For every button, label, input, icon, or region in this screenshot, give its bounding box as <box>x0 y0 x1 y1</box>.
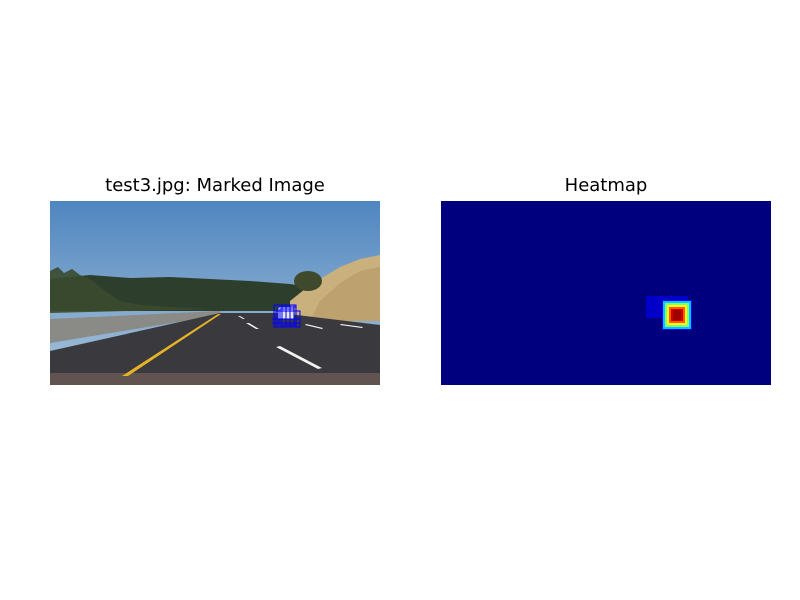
heatmap-canvas <box>441 201 771 385</box>
trees-left <box>50 267 210 313</box>
heatmap-title: Heatmap <box>564 175 648 196</box>
road-scene <box>50 201 380 385</box>
marked-image <box>50 201 380 385</box>
white-lane-dash <box>276 346 322 369</box>
road <box>50 313 380 385</box>
marked-image-title: test3.jpg: Marked Image <box>105 175 325 196</box>
heatmap <box>441 201 771 385</box>
tree-right <box>294 271 322 291</box>
yellow-lane-line <box>122 314 221 376</box>
heat-background <box>441 201 771 385</box>
detection-boxes <box>272 304 301 328</box>
barrier <box>50 311 220 343</box>
